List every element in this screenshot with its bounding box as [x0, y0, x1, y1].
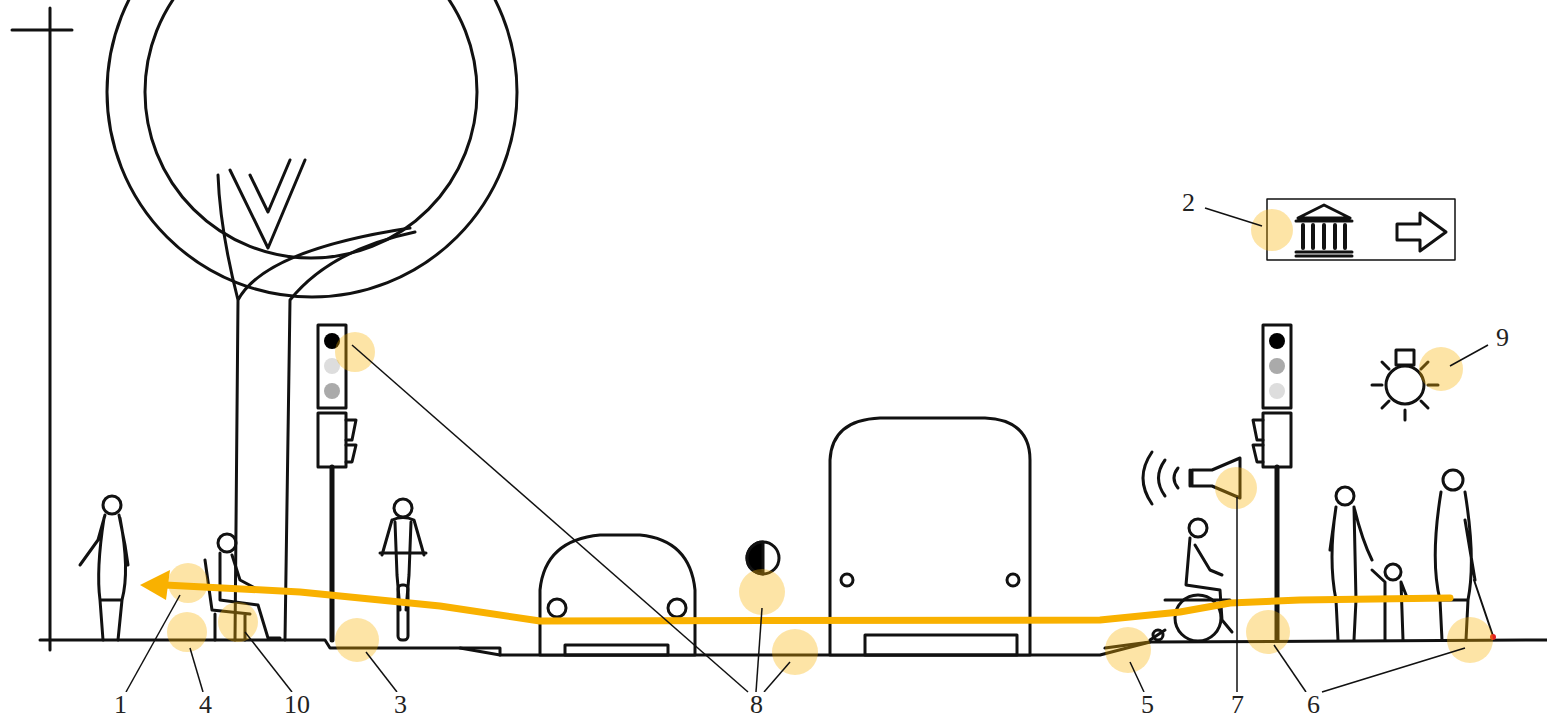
callout-number: 7 — [1229, 692, 1246, 718]
callout-number: 3 — [392, 692, 409, 718]
callout-number: 2 — [1180, 190, 1197, 216]
callout-number: 6 — [1305, 692, 1322, 718]
callout-number: 1 — [112, 692, 129, 718]
callout-number: 9 — [1494, 325, 1511, 351]
callout-number: 8 — [748, 692, 765, 718]
callout-number: 4 — [197, 692, 214, 718]
callout-number: 10 — [282, 692, 312, 718]
callout-number: 5 — [1139, 692, 1156, 718]
